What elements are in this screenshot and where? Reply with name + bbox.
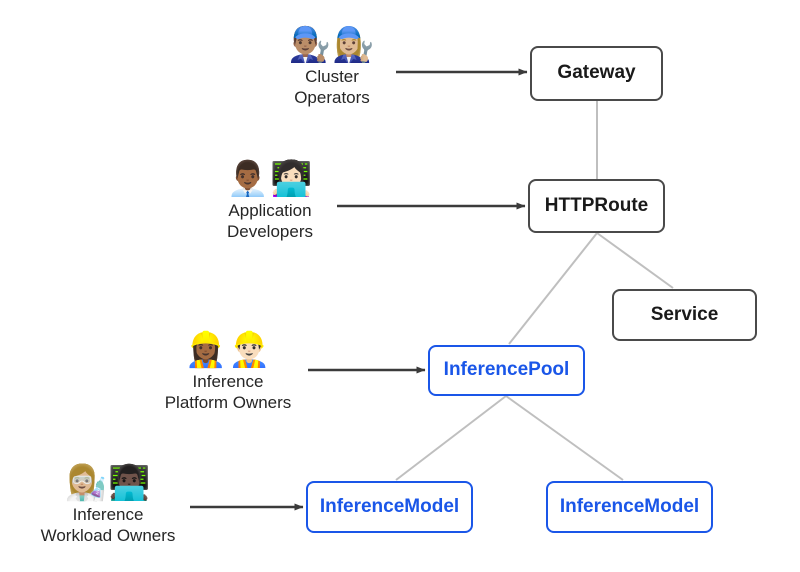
connector-httproute-service: [596, 232, 674, 289]
node-inferencepool[interactable]: InferencePool: [428, 345, 585, 396]
node-httproute[interactable]: HTTPRoute: [528, 179, 665, 233]
mechanic-pair-icon: 👨🏽‍🔧👩🏼‍🔧: [288, 25, 376, 65]
node-inferencemodel-2[interactable]: InferenceModel: [546, 481, 713, 533]
persona-label-line-1: Cluster: [305, 66, 359, 86]
node-gateway[interactable]: Gateway: [530, 46, 663, 101]
persona-label-line-1: Inference: [192, 371, 264, 391]
persona-application-developers: 👨🏾‍💼👩🏻‍💻 Application Developers: [222, 159, 318, 243]
persona-inference-workload-owners: 👩🏼‍🔬👨🏿‍💻 Inference Workload Owners: [41, 463, 176, 546]
persona-label-line-2: Developers: [227, 221, 313, 241]
connector-httproute-inferencepool: [508, 232, 598, 345]
persona-label-line-2: Operators: [294, 87, 370, 107]
persona-label-line-2: Platform Owners: [164, 392, 292, 412]
persona-cluster-operators: 👨🏽‍🔧👩🏼‍🔧 Cluster Operators: [284, 25, 380, 109]
persona-inference-platform-owners: 👷🏾‍♀️👷🏻‍♂️ Inference Platform Owners: [165, 330, 292, 413]
persona-label-inference-platform-owners: Inference Platform Owners: [165, 371, 292, 414]
arrow-group: [190, 68, 528, 511]
connector-inferencepool-inferencemodel-1: [395, 395, 507, 481]
persona-label-line-1: Inference: [72, 504, 144, 524]
persona-label-line-1: Application: [228, 200, 312, 220]
node-inferencemodel-1[interactable]: InferenceModel: [306, 481, 473, 533]
persona-label-inference-workload-owners: Inference Workload Owners: [41, 504, 176, 547]
scientist-technologist-pair-icon: 👩🏼‍🔬👨🏿‍💻: [64, 463, 152, 503]
persona-label-cluster-operators: Cluster Operators: [294, 66, 370, 109]
connector-inferencepool-inferencemodel-2: [505, 395, 624, 481]
office-worker-technologist-pair-icon: 👨🏾‍💼👩🏻‍💻: [226, 159, 314, 199]
persona-label-line-2: Workload Owners: [40, 525, 176, 545]
construction-worker-pair-icon: 👷🏾‍♀️👷🏻‍♂️: [184, 330, 272, 370]
persona-label-application-developers: Application Developers: [227, 200, 313, 243]
node-service[interactable]: Service: [612, 289, 757, 341]
